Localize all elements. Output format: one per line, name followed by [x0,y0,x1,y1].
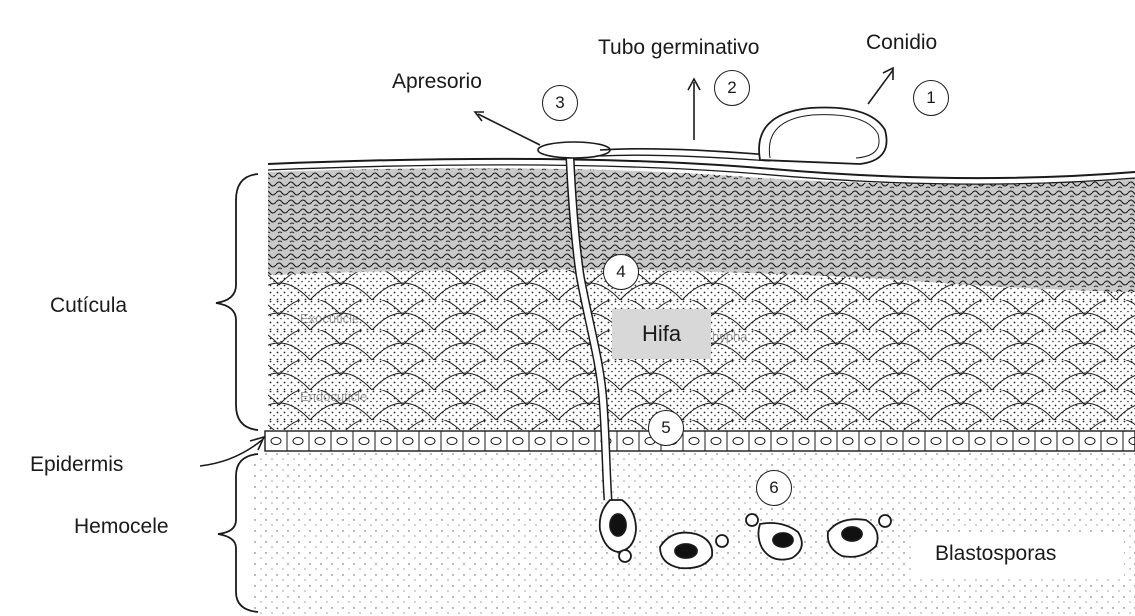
epidermis-label: Epidermis [30,454,123,475]
apresorio-label: Apresorio [392,71,482,92]
endocuticle-faint-label: Endocuticle [300,389,367,404]
step-2-marker: 2 [714,70,750,106]
conidio-label: Conidio [866,32,937,53]
blastosporas-label: Blastosporas [935,543,1056,564]
hypha-faint-label: hypha [712,329,747,344]
cuticula-label: Cutícula [50,295,127,316]
exocuticle-faint-label: Exocuticle [300,311,359,326]
germ-tube [600,149,770,155]
tubo-germinativo-label: Tubo germinativo [598,37,759,58]
appressorium [538,142,610,158]
step-5-marker: 5 [648,410,684,446]
step-3-marker: 3 [542,85,578,121]
step-4-marker: 4 [603,254,639,290]
hemocele-label: Hemocele [74,516,169,537]
step-1-marker: 1 [913,80,949,116]
hifa-label: Hifa [612,309,711,359]
step-6-marker: 6 [756,470,792,506]
cuticula-brace [216,174,258,430]
epidermis-layer [265,431,1135,451]
